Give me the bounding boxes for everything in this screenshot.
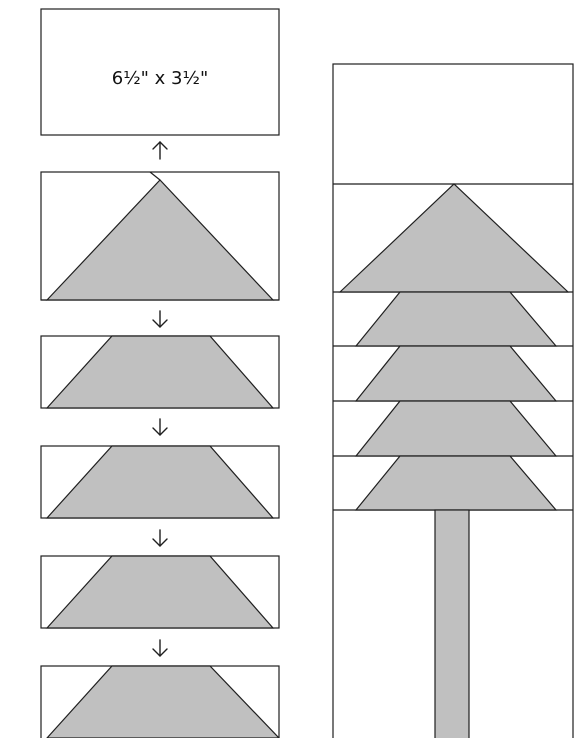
arrow-down-icon: [153, 311, 167, 327]
block-5: [41, 666, 279, 738]
block-3: [41, 446, 279, 518]
arrow-up-icon: [153, 142, 167, 159]
block-2: [41, 336, 279, 408]
block-4: [41, 556, 279, 628]
arrow-down-icon: [153, 419, 167, 435]
block-1: [41, 172, 279, 300]
top-block: 6½" x 3½": [41, 9, 279, 135]
right-column: [333, 64, 573, 738]
arrow-down-icon: [153, 640, 167, 656]
top-block-label: 6½" x 3½": [112, 68, 208, 89]
arrow-down-icon: [153, 530, 167, 546]
tree-trunk: [435, 510, 469, 738]
left-column: 6½" x 3½": [41, 9, 279, 738]
